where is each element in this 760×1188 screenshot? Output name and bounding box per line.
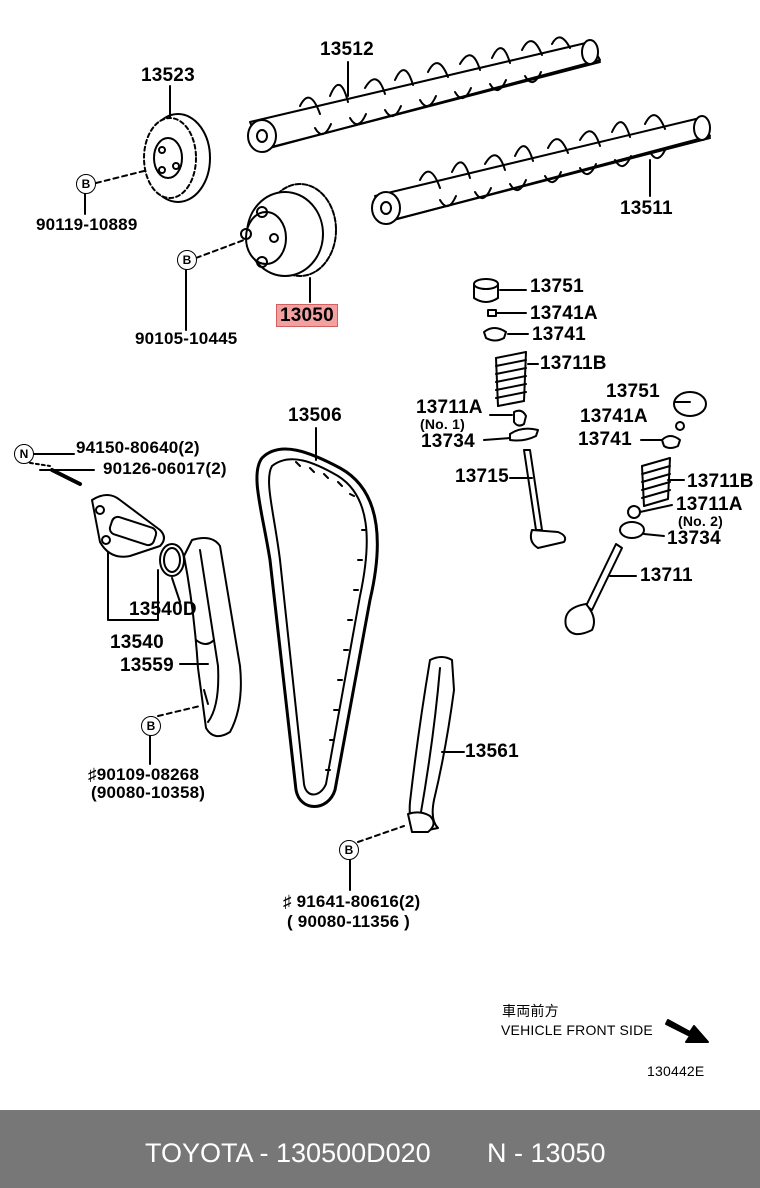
leader-90105-dash [195,239,245,259]
valve-lifter-13751-a [473,278,499,303]
callout-90119-10889: 90119-10889 [36,215,138,234]
stud-90126 [50,468,82,486]
leader-13540 [107,551,159,621]
callout-13506: 13506 [288,405,342,426]
seal-13711A-a [513,409,527,427]
callout-90105-10445: 90105-10445 [135,329,238,348]
leader-13711A-b [639,504,673,513]
callout-13741-b: 13741 [578,429,632,450]
vehicle-front-side-en: VEHICLE FRONT SIDE [501,1022,653,1038]
callout-13711A-a: 13711A [416,397,483,418]
valve-spring-13711B-b [641,457,671,507]
leader-13734-a [483,437,511,441]
callout-13523: 13523 [141,65,195,86]
chain-slipper-13559 [183,537,242,738]
callout-13711: 13711 [640,565,693,586]
callout-13751-b: 13751 [606,381,660,402]
callout-13540: 13540 [110,632,164,653]
callout-13734-b: 13734 [667,528,721,549]
callout-13561: 13561 [465,741,519,762]
callout-13751-a: 13751 [530,276,584,297]
callout-13512: 13512 [320,39,374,60]
bolt-mark-b-90109: B [141,716,161,736]
callout-13559: 13559 [120,655,174,676]
callout-13711A-b-sub: (No. 2) [678,513,723,529]
callout-13741-a: 13741 [532,324,586,345]
diagram-artwork [23,36,711,1043]
callout-13050-highlighted: 13050 [276,304,338,327]
callout-13511: 13511 [620,198,673,219]
timing-rotor-13523 [143,113,211,203]
valve-lifter-13751-b [673,391,707,417]
bolt-mark-n-94150: N [14,444,34,464]
callout-91641-80616: ♯ 91641-80616(2) [283,892,421,911]
figure-code: 130442E [647,1063,705,1079]
seat-13734-a [509,427,539,442]
footer-part-number: TOYOTA - 130500D020 [145,1138,431,1168]
parts-diagram: 13512 13523 13511 13050 90119-10889 9010… [14,36,754,1079]
camshaft-13512 [247,36,601,153]
timing-chain-13506 [255,447,379,808]
callout-13741A-b: 13741A [580,406,648,427]
retainer-13741-b [661,435,681,449]
bolt-mark-b-91641: B [339,840,359,860]
leader-91641-dash [357,825,405,843]
keeper-13741A-b [675,421,685,431]
bolt-mark-b-90119: B [76,174,96,194]
camshaft-13511 [371,114,711,225]
leader-90119-dash [95,169,149,184]
callout-13711B-b: 13711B [687,471,754,492]
vehicle-front-side-jp: 車両前方 [502,1003,559,1019]
callout-13734-a: 13734 [421,431,475,452]
callout-90126-06017: 90126-06017(2) [103,459,227,478]
callout-13711A-a-sub: (No. 1) [420,416,465,432]
leader-13540D [171,577,181,603]
callout-13540D: 13540D [129,599,197,620]
footer-bar: TOYOTA - 130500D020 N - 13050 [0,1110,760,1188]
callout-13711A-b: 13711A [676,494,743,515]
leader-90109-dash [157,705,201,717]
gasket-13540D-inner [163,547,181,573]
chain-damper-13561 [407,656,455,833]
callout-13715: 13715 [455,466,509,487]
valve-13715 [523,449,567,549]
leader-n-mark [23,461,51,467]
seat-13734-b [619,521,645,539]
vehicle-front-arrow-icon [665,1019,709,1043]
retainer-13741-a [483,327,507,342]
valve-spring-13711B-a [495,351,527,407]
callout-90080-10358: (90080-10358) [91,783,206,802]
callout-90080-11356: ( 90080-11356 ) [287,912,411,931]
callout-13711B-a: 13711B [540,353,607,374]
callout-94150-80640: 94150-80640(2) [76,438,200,457]
bolt-mark-b-90105: B [177,250,197,270]
valve-13711 [564,543,623,636]
keeper-13741A-a [487,309,497,317]
callout-90109-08268: ♯90109-08268 [88,765,200,784]
seal-13711A-b [627,505,641,519]
chain-tensioner-13540 [91,494,165,558]
camshaft-timing-gear-13050 [240,183,337,277]
footer-ref-number: N - 13050 [487,1138,606,1168]
callout-13741A-a: 13741A [530,303,598,324]
leader-13734-b [643,533,665,537]
